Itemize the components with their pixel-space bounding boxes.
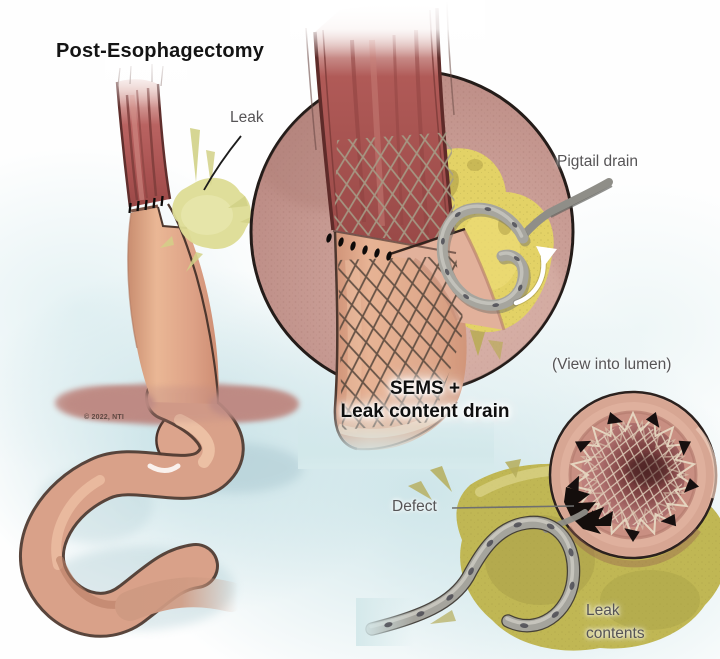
crown-ring	[569, 410, 697, 540]
esophagus-top-fade	[290, 0, 485, 58]
drain-hole	[486, 539, 494, 547]
conduit-fadeout	[298, 413, 494, 469]
drain-hole	[568, 548, 574, 557]
lumen-and-leak-view	[356, 390, 720, 651]
conduit-wall	[332, 227, 506, 451]
drain-hole	[569, 581, 575, 590]
view-into-lumen-label: (View into lumen)	[552, 356, 672, 373]
diaphragm-front-overlay	[66, 386, 294, 422]
crown-barb	[607, 412, 623, 425]
drain-hole	[468, 567, 474, 576]
drain-hole	[551, 611, 559, 618]
leak-streak	[488, 340, 503, 360]
lumen-circle	[548, 390, 718, 568]
defect-label: Defect	[392, 498, 437, 515]
crown-barb	[684, 478, 699, 493]
drain-hole	[492, 303, 500, 308]
crown-barb	[678, 440, 691, 456]
post-esophagectomy-illustration	[19, 54, 303, 638]
esophageal-stump	[105, 54, 187, 208]
drain-hole	[440, 237, 445, 245]
drain-hole	[463, 294, 470, 300]
drain-hole	[446, 594, 454, 601]
bowel-tail	[115, 577, 246, 621]
pigtail-drain-tube	[436, 178, 613, 314]
bowel-loop	[19, 375, 246, 638]
copyright-label: © 2022, NTI	[84, 414, 125, 421]
drain-tip-fade	[356, 598, 414, 646]
leak-contents-label: Leak contents	[586, 602, 645, 643]
drain-hole	[511, 221, 518, 228]
drain-hole	[518, 284, 523, 292]
staple-line	[128, 195, 164, 214]
defect-pointer-line	[451, 505, 575, 509]
crown-ring	[576, 419, 690, 531]
pigtail-drain-loop	[356, 515, 581, 646]
pigtail-drain-label: Pigtail drain	[557, 153, 638, 170]
drain-hole	[384, 622, 393, 628]
drain-hole	[444, 268, 450, 276]
sems-stent-mesh-lower	[338, 256, 464, 430]
leak-blob	[160, 128, 254, 272]
drain-hole	[513, 522, 522, 528]
crown-barb	[624, 528, 640, 542]
leak-pointer-line	[203, 135, 242, 191]
anastomosis-staples	[326, 233, 392, 261]
drain-hole	[454, 211, 461, 218]
magnified-anastomosis-view	[249, 1, 613, 451]
drain-hole	[546, 523, 555, 530]
leak-label: Leak	[230, 109, 264, 126]
drain-hole	[484, 207, 492, 212]
drain-hole	[416, 611, 425, 617]
coil-direction-arrow	[512, 246, 557, 307]
drain-hole	[513, 256, 520, 262]
defect-teeth	[564, 487, 613, 534]
crown-barb	[660, 514, 677, 527]
drain-hole	[520, 623, 529, 629]
leak-streak	[470, 330, 485, 356]
crown-barb	[575, 440, 592, 453]
esophagus-wall	[305, 1, 457, 253]
page-title: Post-Esophagectomy	[56, 40, 265, 62]
sems-stent-mesh-upper	[334, 132, 457, 250]
crown-barb	[567, 475, 579, 492]
crown-barb	[645, 412, 660, 428]
sems-label: SEMS + Leak content drain	[340, 378, 510, 423]
